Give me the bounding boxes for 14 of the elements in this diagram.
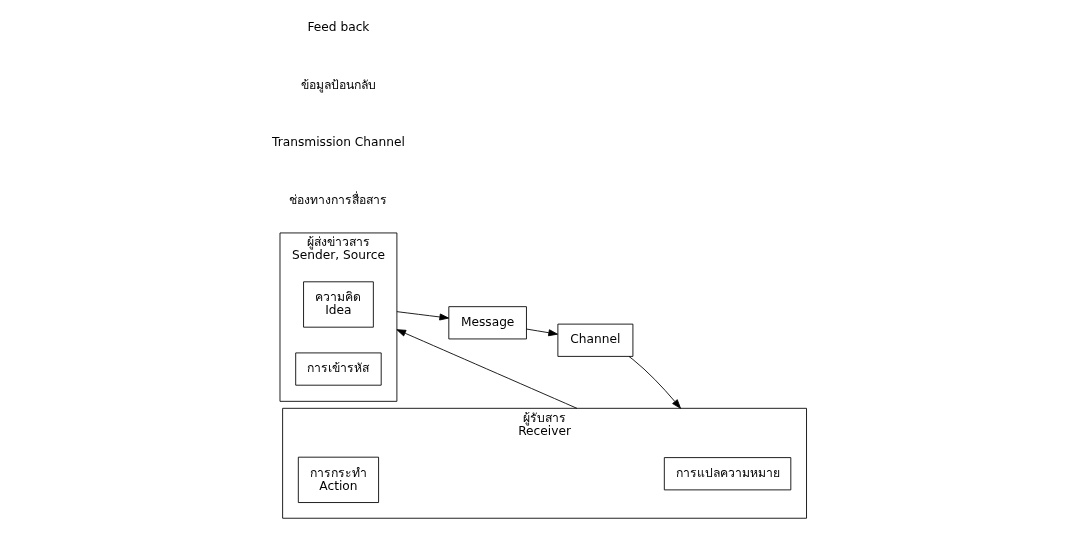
node-box: การกระทำ Action <box>297 456 379 503</box>
label: ข้อมูลป้อนกลับ <box>300 77 376 92</box>
arrow <box>396 329 578 409</box>
label: Feed back <box>307 20 370 35</box>
arrow <box>628 356 681 409</box>
node-box: การแปลความหมาย <box>663 457 792 491</box>
arrow <box>396 311 450 321</box>
node-box: ความคิด Idea <box>303 281 374 328</box>
label: ช่องทางการสื่อสาร <box>289 192 388 207</box>
node-box: Message <box>448 306 527 340</box>
label: Transmission Channel <box>272 135 405 150</box>
arrow <box>526 328 558 337</box>
node-box: Channel <box>557 323 634 357</box>
node-box: การเข้ารหัส <box>295 352 382 386</box>
